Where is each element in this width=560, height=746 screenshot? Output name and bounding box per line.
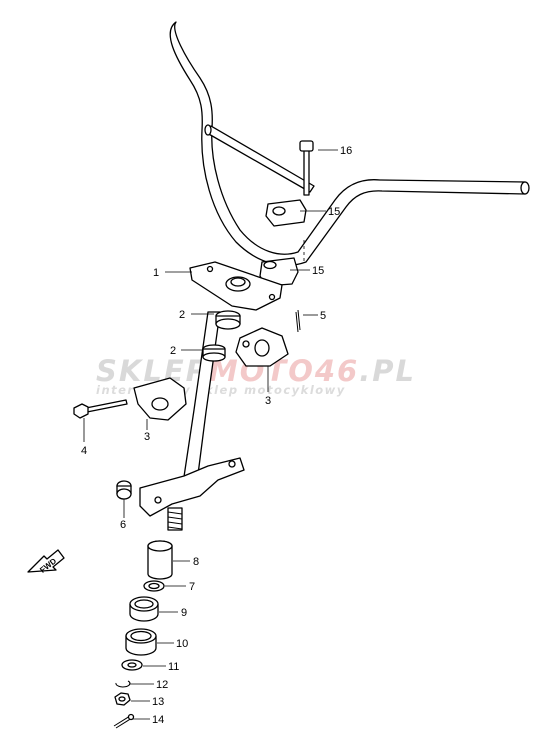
callout-16: 16 — [340, 145, 352, 157]
callout-9: 9 — [181, 607, 187, 619]
callout-4: 4 — [81, 445, 87, 457]
leader-lines — [83, 149, 338, 720]
callout-10: 10 — [176, 638, 188, 650]
part-13-nut — [114, 692, 131, 706]
part-6-stopper — [116, 480, 132, 500]
part-8-bushing — [147, 540, 173, 580]
callout-11: 11 — [168, 661, 179, 673]
part-15-clamp-upper — [265, 199, 307, 227]
callout-2-upper: 2 — [179, 309, 185, 321]
callout-8: 8 — [193, 556, 199, 568]
callout-12: 12 — [156, 679, 168, 691]
callout-6: 6 — [120, 519, 126, 531]
callout-5: 5 — [320, 310, 326, 322]
part-11-washer — [121, 659, 143, 671]
callout-14: 14 — [152, 714, 164, 726]
part-12-circlip — [115, 680, 131, 688]
part-4-bolt — [73, 399, 128, 419]
part-1-upper-bracket — [189, 261, 283, 311]
part-5-pin — [295, 309, 301, 333]
part-10-bearing — [125, 628, 157, 656]
callout-15-upper: 15 — [328, 206, 340, 218]
part-3-holder-right — [235, 327, 289, 367]
part-9-seal — [129, 596, 159, 622]
callout-1: 1 — [153, 267, 159, 279]
part-16-clamp-bolt — [299, 140, 314, 196]
callout-3-left: 3 — [144, 431, 150, 443]
callout-7: 7 — [189, 581, 195, 593]
part-14-cotter-pin — [113, 713, 135, 729]
steering-stem — [139, 310, 245, 531]
handlebar — [169, 21, 530, 267]
callout-15-lower: 15 — [312, 265, 324, 277]
fwd-arrow-icon: FWD — [27, 549, 65, 575]
part-7-washer — [143, 580, 165, 592]
part-15-clamp-lower — [259, 257, 299, 287]
callouts: 16 15 15 1 2 5 2 3 3 4 6 8 7 9 10 11 12 … — [81, 145, 352, 726]
callout-2-lower: 2 — [170, 345, 176, 357]
callout-3-right: 3 — [265, 395, 271, 407]
watermark-tagline: internetowy sklep motocyklowy — [96, 383, 346, 397]
callout-13: 13 — [152, 696, 164, 708]
part-3-holder-left — [133, 377, 187, 421]
